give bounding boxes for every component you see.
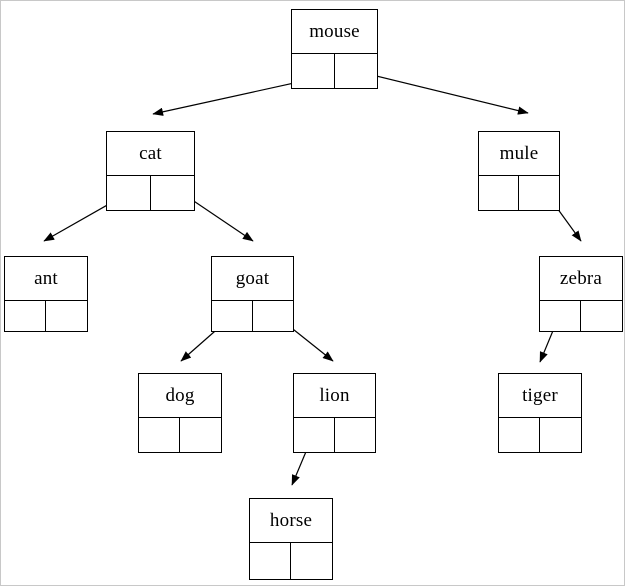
right-pointer-cell <box>335 54 378 88</box>
right-pointer-cell <box>291 543 332 579</box>
right-pointer-cell <box>540 418 581 452</box>
tree-node-tiger: tiger <box>498 373 582 453</box>
left-pointer-cell <box>5 301 46 331</box>
left-pointer-cell <box>292 54 335 88</box>
node-label: mouse <box>292 10 377 54</box>
left-pointer-cell <box>212 301 253 331</box>
node-pointer-cells <box>479 176 559 210</box>
right-pointer-cell <box>46 301 87 331</box>
tree-node-horse: horse <box>249 498 333 580</box>
left-pointer-cell <box>107 176 151 210</box>
left-pointer-cell <box>250 543 291 579</box>
node-label: tiger <box>499 374 581 418</box>
node-pointer-cells <box>5 301 87 331</box>
left-pointer-cell <box>540 301 581 331</box>
node-label: ant <box>5 257 87 301</box>
left-pointer-cell <box>479 176 519 210</box>
node-pointer-cells <box>212 301 293 331</box>
tree-node-cat: cat <box>106 131 195 211</box>
right-pointer-cell <box>151 176 195 210</box>
tree-node-mule: mule <box>478 131 560 211</box>
tree-node-mouse: mouse <box>291 9 378 89</box>
node-label: lion <box>294 374 375 418</box>
node-pointer-cells <box>107 176 194 210</box>
node-pointer-cells <box>499 418 581 452</box>
node-label: horse <box>250 499 332 543</box>
left-pointer-cell <box>139 418 180 452</box>
node-label: goat <box>212 257 293 301</box>
node-pointer-cells <box>292 54 377 88</box>
edge-mouse-to-mule <box>355 70 529 115</box>
node-pointer-cells <box>250 543 332 579</box>
node-pointer-cells <box>139 418 221 452</box>
node-pointer-cells <box>294 418 375 452</box>
node-label: cat <box>107 132 194 176</box>
tree-node-dog: dog <box>138 373 222 453</box>
tree-node-ant: ant <box>4 256 88 332</box>
left-pointer-cell <box>294 418 335 452</box>
right-pointer-cell <box>180 418 221 452</box>
right-pointer-cell <box>581 301 622 331</box>
left-pointer-cell <box>499 418 540 452</box>
tree-node-lion: lion <box>293 373 376 453</box>
right-pointer-cell <box>519 176 559 210</box>
right-pointer-cell <box>253 301 294 331</box>
node-pointer-cells <box>540 301 622 331</box>
node-label: zebra <box>540 257 622 301</box>
right-pointer-cell <box>335 418 376 452</box>
tree-node-goat: goat <box>211 256 294 332</box>
node-label: mule <box>479 132 559 176</box>
node-label: dog <box>139 374 221 418</box>
tree-node-zebra: zebra <box>539 256 623 332</box>
